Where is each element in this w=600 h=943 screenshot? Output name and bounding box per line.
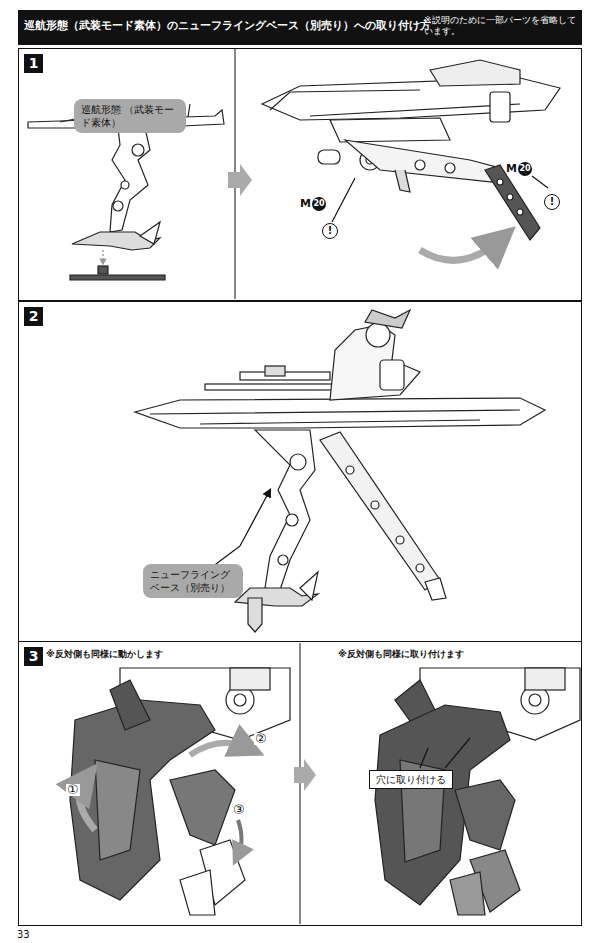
note: ※反対側も同様に動かします	[46, 648, 163, 660]
part-tag: ニューフライング ベース（別売り）	[143, 564, 243, 598]
part-tag: 巡航形態 （武装モード素体）	[74, 99, 186, 133]
tag-text: 巡航形態 （武装モード素体）	[81, 103, 179, 129]
step-number: 2	[24, 307, 43, 326]
part-code: M	[300, 198, 311, 210]
step-panel: 3 穴に取り付ける	[18, 641, 582, 926]
callout-number: ③	[232, 804, 246, 816]
tag-text: 穴に取り付ける	[376, 773, 446, 786]
page-number: 33	[17, 929, 30, 941]
instruction-box: 穴に取り付ける	[369, 770, 453, 789]
step-number: 3	[24, 647, 43, 666]
callout-number: 20	[518, 162, 532, 176]
callout-number: ②	[254, 733, 268, 745]
step-panel: 1 巡航形態 （武装モード素体）	[18, 48, 582, 301]
tag-text: ニューフライング ベース（別売り）	[150, 568, 236, 594]
caution-mark: !	[322, 223, 338, 239]
part-code: M	[506, 163, 517, 175]
note: ※反対側も同様に取り付けます	[338, 648, 464, 660]
caution-mark: !	[544, 194, 560, 210]
callout-number: 20	[312, 197, 326, 211]
page-title: 巡航形態（武装モード素体）のニューフライングベース（別売り）への取り付け方	[24, 19, 431, 33]
callout-number: ①	[66, 784, 80, 796]
step-number: 1	[24, 54, 43, 73]
note: ※説明のために一部パーツを省略しています。	[424, 15, 578, 37]
step-panel: 2 ニューフライング ベース（別売り）	[18, 301, 582, 642]
